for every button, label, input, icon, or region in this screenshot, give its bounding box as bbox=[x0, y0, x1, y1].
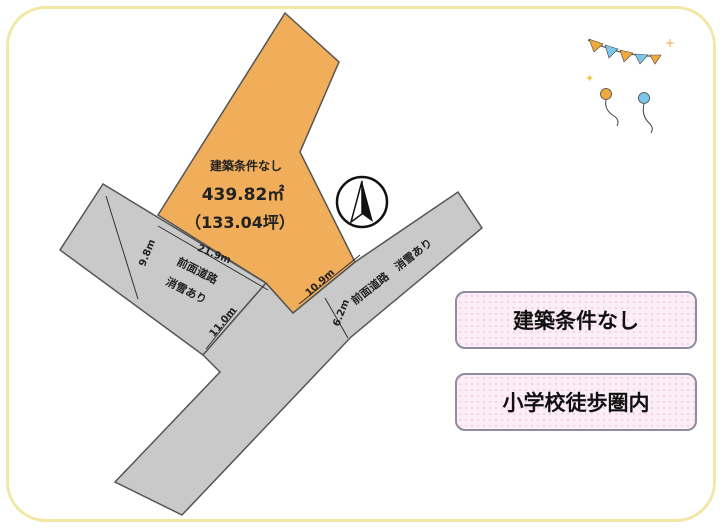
lot-area-sqm: 439.82㎡ bbox=[202, 184, 285, 205]
balloons-icon bbox=[600, 88, 653, 134]
bunting-icon: + ✦ bbox=[585, 36, 675, 85]
svg-text:✦: ✦ bbox=[585, 72, 594, 85]
dimension-line-11-0 bbox=[205, 309, 238, 350]
dimension-line-21-9 bbox=[157, 225, 269, 291]
lot-area-tsubo: （133.04坪） bbox=[185, 213, 295, 232]
svg-text:+: + bbox=[665, 36, 675, 50]
dimension-line-9-8 bbox=[105, 195, 139, 300]
tag-near-elementary-school: 小学校徒歩圏内 bbox=[455, 373, 697, 431]
dimension-line-10-9 bbox=[298, 254, 361, 305]
tag-no-building-condition: 建築条件なし bbox=[455, 291, 697, 349]
lot-shape bbox=[156, 11, 356, 315]
lot-condition-label: 建築条件なし bbox=[209, 158, 282, 173]
dimension-line-6-2 bbox=[324, 297, 349, 339]
north-arrow-icon bbox=[335, 175, 389, 229]
